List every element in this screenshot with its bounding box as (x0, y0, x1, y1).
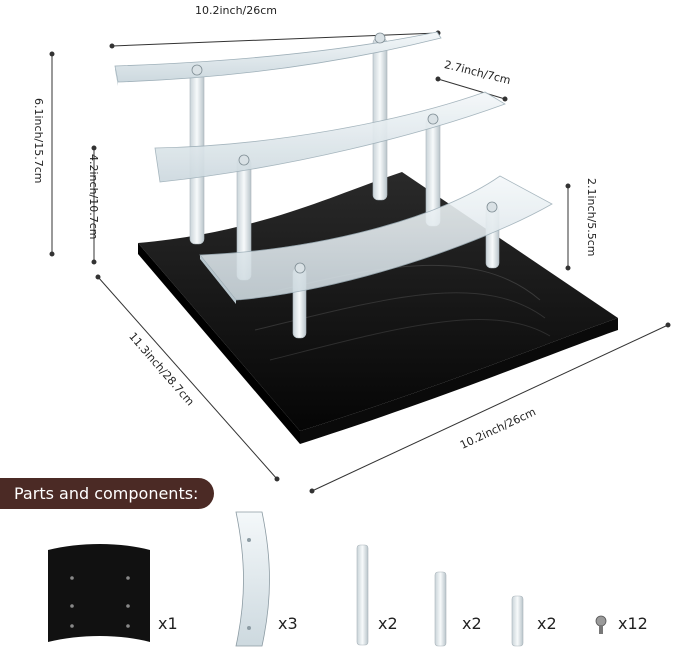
qty-curved-shelf: x3 (278, 614, 298, 633)
dimension-lines (49, 30, 671, 494)
black-base (138, 172, 618, 444)
label-total-height: 6.1inch/15.7cm (32, 98, 45, 184)
label-low-height: 2.1inch/5.5cm (585, 178, 598, 257)
part-curved-shelf (235, 511, 270, 647)
parts-heading-badge: Parts and components: (0, 478, 215, 509)
part-medium-pillar (434, 571, 447, 647)
parts-heading: Parts and components: (14, 484, 199, 503)
qty-base-plate: x1 (158, 614, 178, 633)
label-mid-height: 4.2inch/10.7cm (87, 154, 100, 240)
part-short-pillar (511, 595, 524, 647)
label-top-width: 10.2inch/26cm (195, 4, 278, 17)
part-base-plate (48, 544, 150, 642)
qty-medium-pillar: x2 (462, 614, 482, 633)
acrylic-shelves (114, 31, 553, 304)
part-screw (595, 615, 607, 634)
part-long-pillar (356, 544, 369, 646)
qty-screw: x12 (618, 614, 648, 633)
qty-long-pillar: x2 (378, 614, 398, 633)
qty-short-pillar: x2 (537, 614, 557, 633)
